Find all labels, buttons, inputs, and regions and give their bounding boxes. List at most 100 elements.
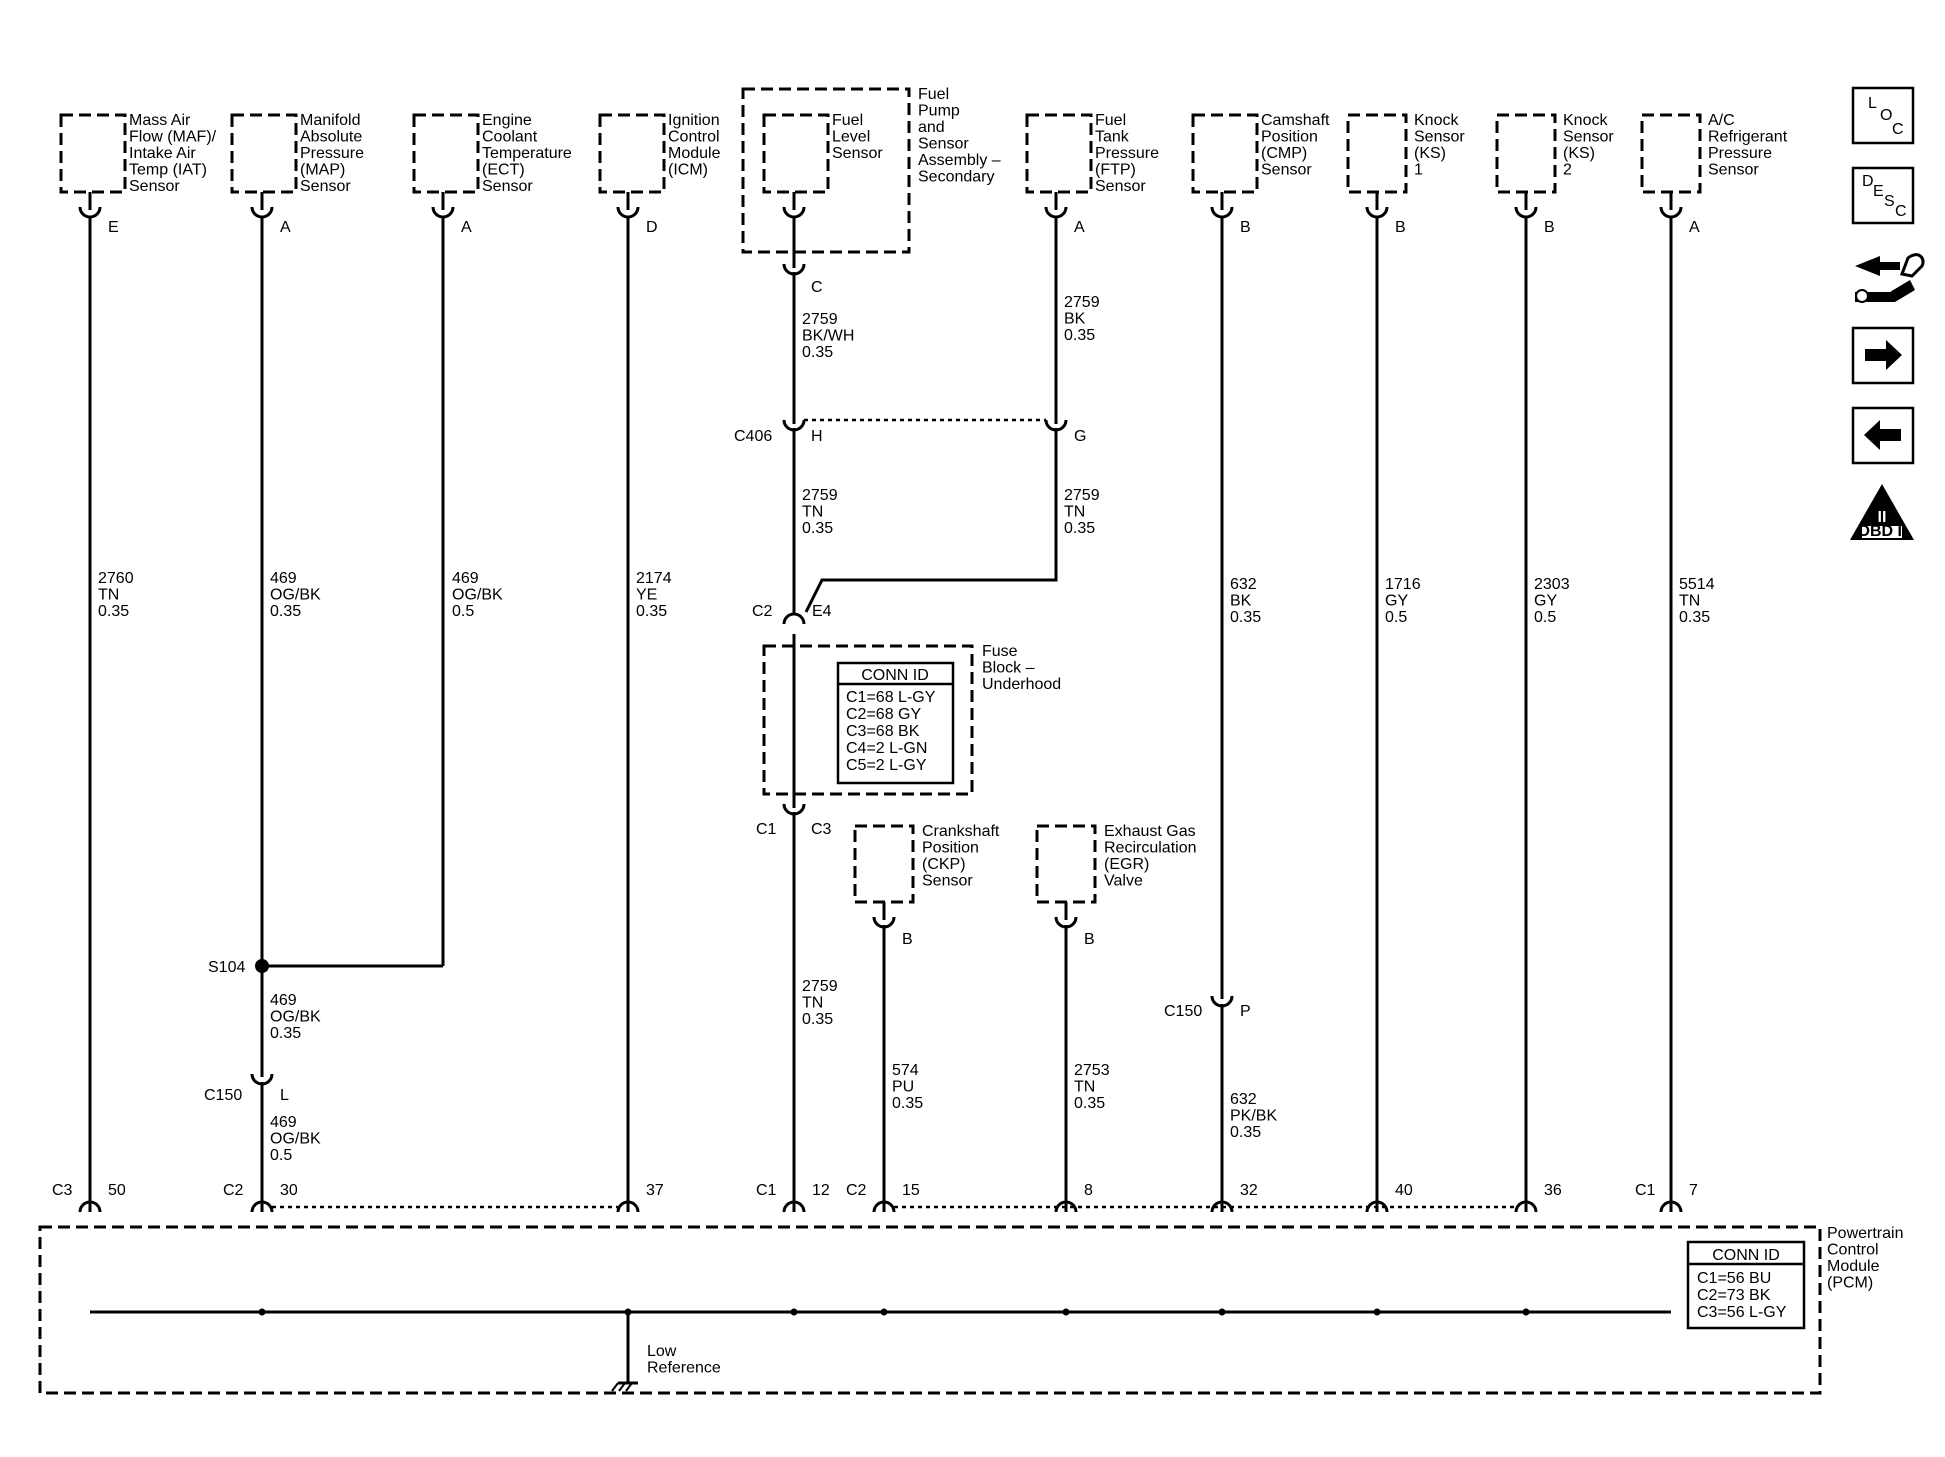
pcm-box <box>38 1225 1822 1395</box>
svg-text:30: 30 <box>280 1182 298 1199</box>
svg-text:D: D <box>646 219 658 236</box>
ground-symbol <box>611 1381 638 1392</box>
svg-text:D: D <box>1862 173 1874 190</box>
connector-labels: C406 C2 C1 C150 C150 S104 <box>204 428 1202 1104</box>
svg-text:12: 12 <box>812 1182 830 1199</box>
map-sensor-box <box>230 113 298 194</box>
svg-text:H: H <box>811 428 823 445</box>
fuse-conn-id-table: CONN ID C1=68 L-GY C2=68 GY C3=68 BK C4=… <box>836 661 955 785</box>
svg-text:C1: C1 <box>1635 1182 1656 1199</box>
next-page-arrow-icon[interactable] <box>1851 326 1915 385</box>
connector-tools-icon[interactable] <box>1855 253 1925 303</box>
svg-text:II: II <box>1878 509 1887 526</box>
svg-text:A: A <box>280 219 291 236</box>
svg-text:C3=56 L-GY: C3=56 L-GY <box>1697 1304 1787 1321</box>
svg-text:C2: C2 <box>846 1182 867 1199</box>
fuel-level-sensor-box <box>762 113 830 194</box>
ks1-sensor-box <box>1346 113 1408 194</box>
svg-text:40: 40 <box>1395 1182 1413 1199</box>
icm-box <box>598 113 666 194</box>
svg-text:S104: S104 <box>208 959 245 976</box>
svg-text:B: B <box>1084 931 1095 948</box>
svg-text:A: A <box>1074 219 1085 236</box>
pcm-internal-bus <box>90 1308 1671 1383</box>
ac-pressure-sensor-box <box>1640 113 1702 194</box>
fuse-block-box <box>762 644 974 796</box>
ckp-sensor-box <box>853 824 915 904</box>
svg-text:C: C <box>811 279 823 296</box>
svg-text:E: E <box>108 219 119 236</box>
fuel-pump-assembly-box <box>741 87 911 254</box>
svg-text:8: 8 <box>1084 1182 1093 1199</box>
svg-text:C: C <box>1895 203 1907 220</box>
svg-text:S: S <box>1884 193 1895 210</box>
svg-text:C3=68 BK: C3=68 BK <box>846 723 920 740</box>
svg-text:7: 7 <box>1689 1182 1698 1199</box>
maf-sensor-box <box>59 113 127 194</box>
svg-text:L: L <box>1868 95 1877 112</box>
egr-valve-box <box>1035 824 1097 904</box>
loc-icon[interactable]: L O C <box>1851 86 1915 145</box>
svg-text:B: B <box>902 931 913 948</box>
svg-text:C1=68 L-GY: C1=68 L-GY <box>846 689 936 706</box>
splice-s104 <box>255 959 269 973</box>
pcm-conn-id-table: CONN ID C1=56 BU C2=73 BK C3=56 L-GY <box>1686 1240 1806 1330</box>
ftp-sensor-box <box>1025 113 1093 194</box>
svg-text:50: 50 <box>108 1182 126 1199</box>
svg-text:B: B <box>1395 219 1406 236</box>
previous-page-arrow-icon[interactable] <box>1851 406 1915 465</box>
svg-text:C: C <box>1892 121 1904 138</box>
svg-text:CONN ID: CONN ID <box>1712 1247 1780 1264</box>
svg-text:E4: E4 <box>812 603 832 620</box>
svg-text:C3: C3 <box>52 1182 73 1199</box>
svg-text:C3: C3 <box>811 821 832 838</box>
svg-text:OBD II: OBD II <box>1858 523 1907 540</box>
svg-text:C406: C406 <box>734 428 772 445</box>
svg-text:15: 15 <box>902 1182 920 1199</box>
wires <box>88 218 1673 1212</box>
svg-text:A: A <box>461 219 472 236</box>
svg-text:B: B <box>1240 219 1251 236</box>
svg-text:O: O <box>1880 107 1892 124</box>
desc-icon[interactable]: D E S C <box>1851 166 1915 225</box>
svg-text:C5=2 L-GY: C5=2 L-GY <box>846 757 927 774</box>
svg-text:C2: C2 <box>223 1182 244 1199</box>
svg-text:C2=68 GY: C2=68 GY <box>846 706 921 723</box>
svg-text:C2: C2 <box>752 603 773 620</box>
obd-ii-icon[interactable]: II OBD II <box>1850 484 1914 540</box>
connector-cups <box>78 206 1683 1213</box>
svg-text:37: 37 <box>646 1182 664 1199</box>
svg-text:E: E <box>1873 183 1884 200</box>
svg-text:G: G <box>1074 428 1086 445</box>
svg-text:C1=56 BU: C1=56 BU <box>1697 1270 1771 1287</box>
svg-text:P: P <box>1240 1003 1251 1020</box>
cmp-sensor-box <box>1191 113 1259 194</box>
svg-text:CONN ID: CONN ID <box>861 667 929 684</box>
